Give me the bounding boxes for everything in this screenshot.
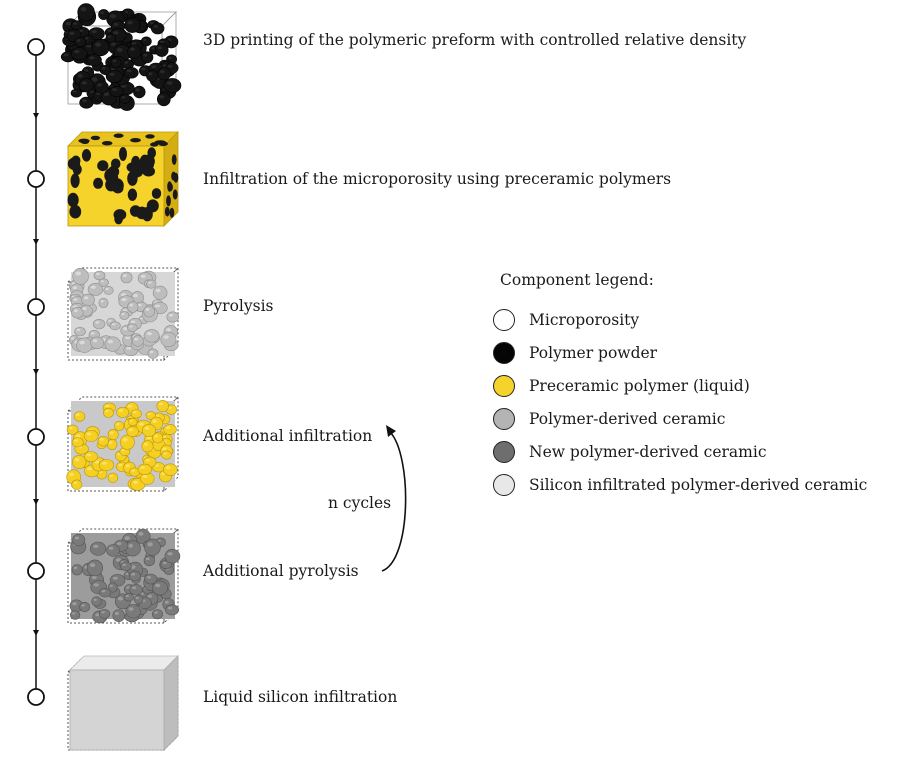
dark-gray-porous-cube-icon [66,527,181,625]
step-label-additional-infiltration: Additional infiltration [203,427,373,445]
cycle-arrow [381,431,407,572]
legend-swatch [493,441,515,463]
legend-label: Silicon infiltrated polymer-derived cera… [529,476,868,494]
legend-swatch [493,342,515,364]
timeline-nodes [27,38,45,706]
legend-label: Preceramic polymer (liquid) [529,377,750,395]
timeline-node [27,298,45,316]
timeline-node [27,428,45,446]
legend-swatch [493,474,515,496]
step-label-pyrolysis: Pyrolysis [203,297,274,315]
timeline-arrow [33,369,39,375]
light-gray-porous-cube-icon [66,266,180,362]
legend-label: Polymer-derived ceramic [529,410,726,428]
timeline-node [27,170,45,188]
legend-item-polymer-powder: Polymer powder [493,340,657,366]
timeline-arrow [33,239,39,245]
cycle-arrowhead [386,425,396,437]
solid-gray-cube-icon [66,655,180,752]
timeline-arrow [33,499,39,505]
step-label-silicon-infiltration: Liquid silicon infiltration [203,688,398,706]
legend-swatch [493,408,515,430]
timeline-arrows [33,113,39,636]
timeline-node [27,38,45,56]
legend-item-microporosity: Microporosity [493,307,639,333]
timeline-arrow [33,113,39,119]
legend-label: Polymer powder [529,344,658,362]
timeline-node [27,562,45,580]
yellow-spheres-cube-icon [66,395,180,493]
timeline-node [27,688,45,706]
legend-label: Microporosity [529,311,640,329]
legend-item-new-polymer-derived-ceramic: New polymer-derived ceramic [493,439,767,465]
cycles-label: n cycles [328,494,392,512]
legend-title: Component legend: [500,271,654,289]
legend-item-polymer-derived-ceramic: Polymer-derived ceramic [493,406,725,432]
legend-item-preceramic-polymer: Preceramic polymer (liquid) [493,373,750,399]
yellow-infiltrated-cube-icon [67,131,179,227]
black-powder-cube-icon [60,3,182,111]
legend-item-silicon-infiltrated-ceramic: Silicon infiltrated polymer-derived cera… [493,472,867,498]
timeline-arrow [33,630,39,636]
step-label-additional-pyrolysis: Additional pyrolysis [203,562,359,580]
step-label-printing: 3D printing of the polymeric preform wit… [203,31,747,49]
legend-swatch [493,309,515,331]
legend-label: New polymer-derived ceramic [529,443,767,461]
step-label-infiltration: Infiltration of the microporosity using … [203,170,672,188]
legend-swatch [493,375,515,397]
